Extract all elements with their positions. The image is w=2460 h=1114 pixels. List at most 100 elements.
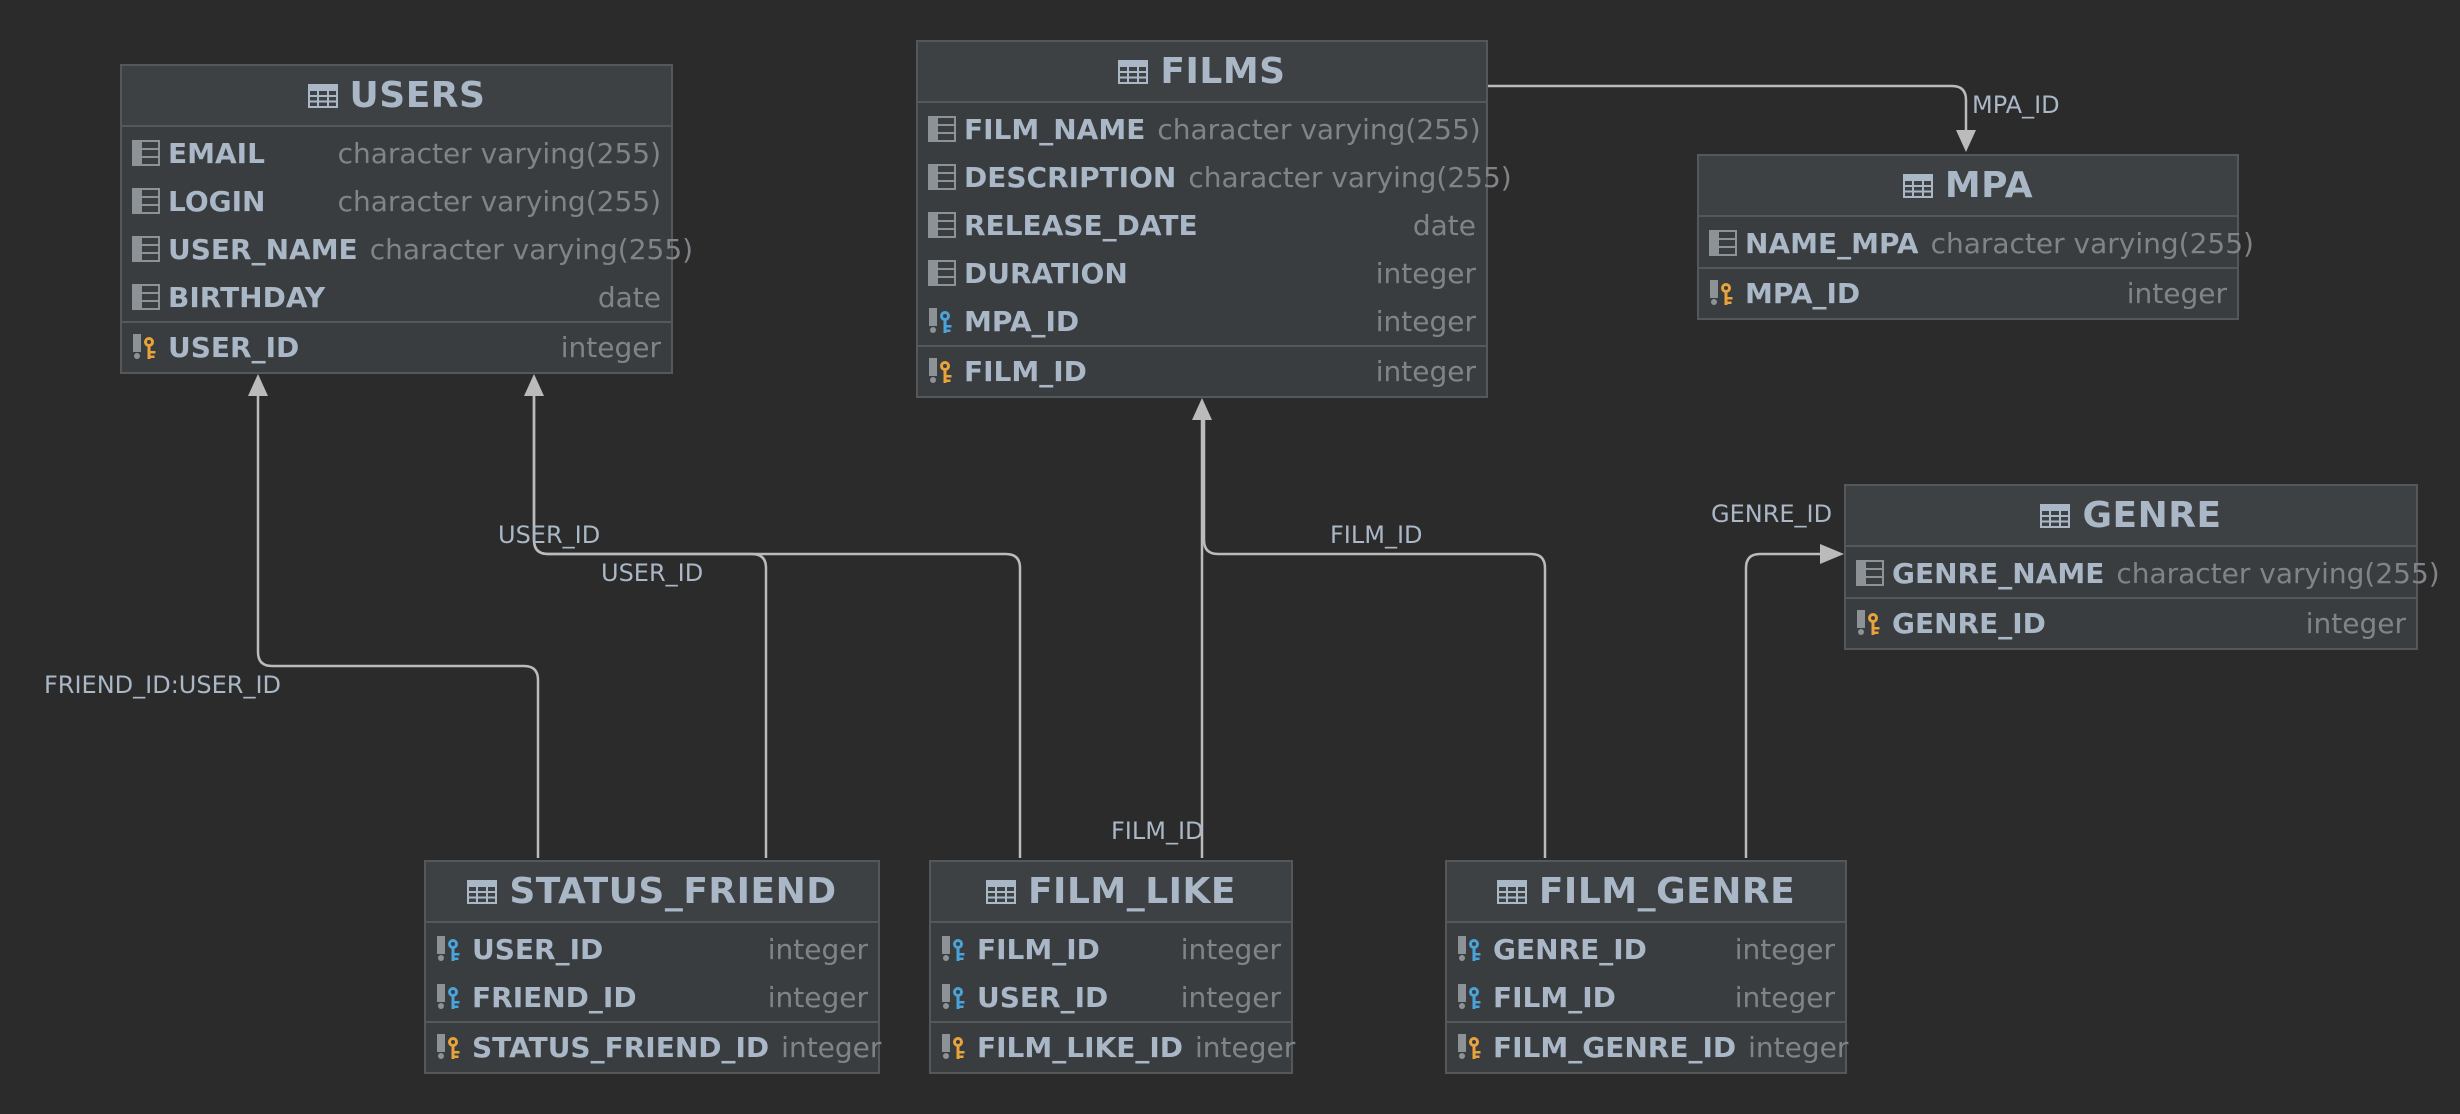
entity-title: FILMS xyxy=(1160,51,1286,92)
foreign-key-row[interactable]: USER_ID integer xyxy=(426,925,878,973)
entity-title: FILM_LIKE xyxy=(1027,871,1237,912)
connector-label-films-mpa: MPA_ID xyxy=(1972,91,2060,119)
connector-label-film-like-users: USER_ID xyxy=(498,521,601,549)
column-name: DURATION xyxy=(964,256,1128,290)
column-type: character varying(255) xyxy=(1188,160,1512,194)
column-name: FILM_GENRE_ID xyxy=(1493,1030,1737,1064)
primary-key-icon xyxy=(941,1033,971,1061)
column-type: integer xyxy=(767,980,868,1014)
arrowhead-users-left xyxy=(248,374,268,396)
column-name: GENRE_ID xyxy=(1892,606,2046,640)
column-type: integer xyxy=(1375,304,1476,338)
column-name: FILM_ID xyxy=(1493,980,1616,1014)
column-type: character varying(255) xyxy=(1930,226,2254,260)
column-type: integer xyxy=(1180,932,1281,966)
column-type: integer xyxy=(1734,980,1835,1014)
column-type: character varying(255) xyxy=(369,232,694,266)
column-type: integer xyxy=(1375,256,1476,290)
entity-title: FILM_GENRE xyxy=(1538,871,1796,912)
column-name: USER_ID xyxy=(472,932,604,966)
entity-title: USERS xyxy=(349,75,486,116)
column-icon xyxy=(928,163,958,191)
column-name: USER_ID xyxy=(977,980,1109,1014)
primary-key-icon xyxy=(436,1033,466,1061)
column-type: integer xyxy=(1375,354,1476,388)
column-icon xyxy=(132,187,162,215)
column-icon xyxy=(928,115,958,143)
entity-title: MPA xyxy=(1944,165,2034,206)
column-type: integer xyxy=(781,1030,882,1064)
primary-key-icon xyxy=(1856,609,1886,637)
column-type: integer xyxy=(1748,1030,1849,1064)
foreign-key-icon xyxy=(941,983,971,1011)
entity-header: GENRE xyxy=(1846,486,2416,547)
table-icon xyxy=(985,879,1016,904)
primary-key-row[interactable]: GENRE_ID integer xyxy=(1846,597,2416,647)
primary-key-row[interactable]: FILM_GENRE_ID integer xyxy=(1447,1021,1849,1071)
column-row[interactable]: DURATION integer xyxy=(918,249,1486,297)
primary-key-icon xyxy=(1709,279,1739,307)
column-row[interactable]: NAME_MPA character varying(255) xyxy=(1699,219,2254,267)
column-row[interactable]: DESCRIPTION character varying(255) xyxy=(918,153,1512,201)
foreign-key-icon xyxy=(941,935,971,963)
column-type: integer xyxy=(2305,606,2406,640)
column-type: character varying(255) xyxy=(337,136,661,170)
primary-key-icon xyxy=(928,357,958,385)
connector-label-status-friend-users: USER_ID xyxy=(601,559,704,587)
table-icon xyxy=(467,879,498,904)
column-name: GENRE_NAME xyxy=(1892,556,2105,590)
foreign-key-row[interactable]: FILM_ID integer xyxy=(1447,973,1845,1021)
table-icon xyxy=(1902,173,1933,198)
arrowhead-users-right xyxy=(524,374,544,396)
connector-film-genre-genre xyxy=(1744,552,1825,858)
column-type: integer xyxy=(767,932,868,966)
column-name: NAME_MPA xyxy=(1745,226,1919,260)
foreign-key-icon xyxy=(436,935,466,963)
entity-header: FILM_GENRE xyxy=(1447,862,1845,923)
column-type: character varying(255) xyxy=(2116,556,2440,590)
column-icon xyxy=(1709,229,1739,257)
connector-label-film-like-films: FILM_ID xyxy=(1111,817,1204,845)
column-row[interactable]: GENRE_NAME character varying(255) xyxy=(1846,549,2440,597)
entity-genre[interactable]: GENRE GENRE_NAME character varying(255) G… xyxy=(1844,484,2440,650)
primary-key-row[interactable]: STATUS_FRIEND_ID integer xyxy=(426,1021,882,1071)
column-icon xyxy=(132,283,162,311)
column-name: EMAIL xyxy=(168,136,265,170)
foreign-key-row[interactable]: FRIEND_ID integer xyxy=(426,973,878,1021)
entity-title: GENRE xyxy=(2082,495,2222,536)
entity-header: MPA xyxy=(1699,156,2237,217)
column-type: character varying(255) xyxy=(1157,112,1481,146)
column-name: DESCRIPTION xyxy=(964,160,1177,194)
primary-key-icon xyxy=(132,333,162,361)
entity-mpa[interactable]: MPA NAME_MPA character varying(255) MPA_I… xyxy=(1697,154,2254,320)
arrowhead-genre xyxy=(1820,544,1844,564)
column-icon xyxy=(1856,559,1886,587)
connector-films-mpa xyxy=(1488,84,1968,140)
column-name: STATUS_FRIEND_ID xyxy=(472,1030,770,1064)
column-icon xyxy=(132,235,162,263)
column-type: date xyxy=(597,280,661,314)
column-name: FRIEND_ID xyxy=(472,980,637,1014)
table-icon xyxy=(307,83,338,108)
connector-label-friend-user: FRIEND_ID:USER_ID xyxy=(44,671,281,699)
entity-header: USERS xyxy=(122,66,671,127)
column-row[interactable]: EMAIL character varying(255) xyxy=(122,129,671,177)
